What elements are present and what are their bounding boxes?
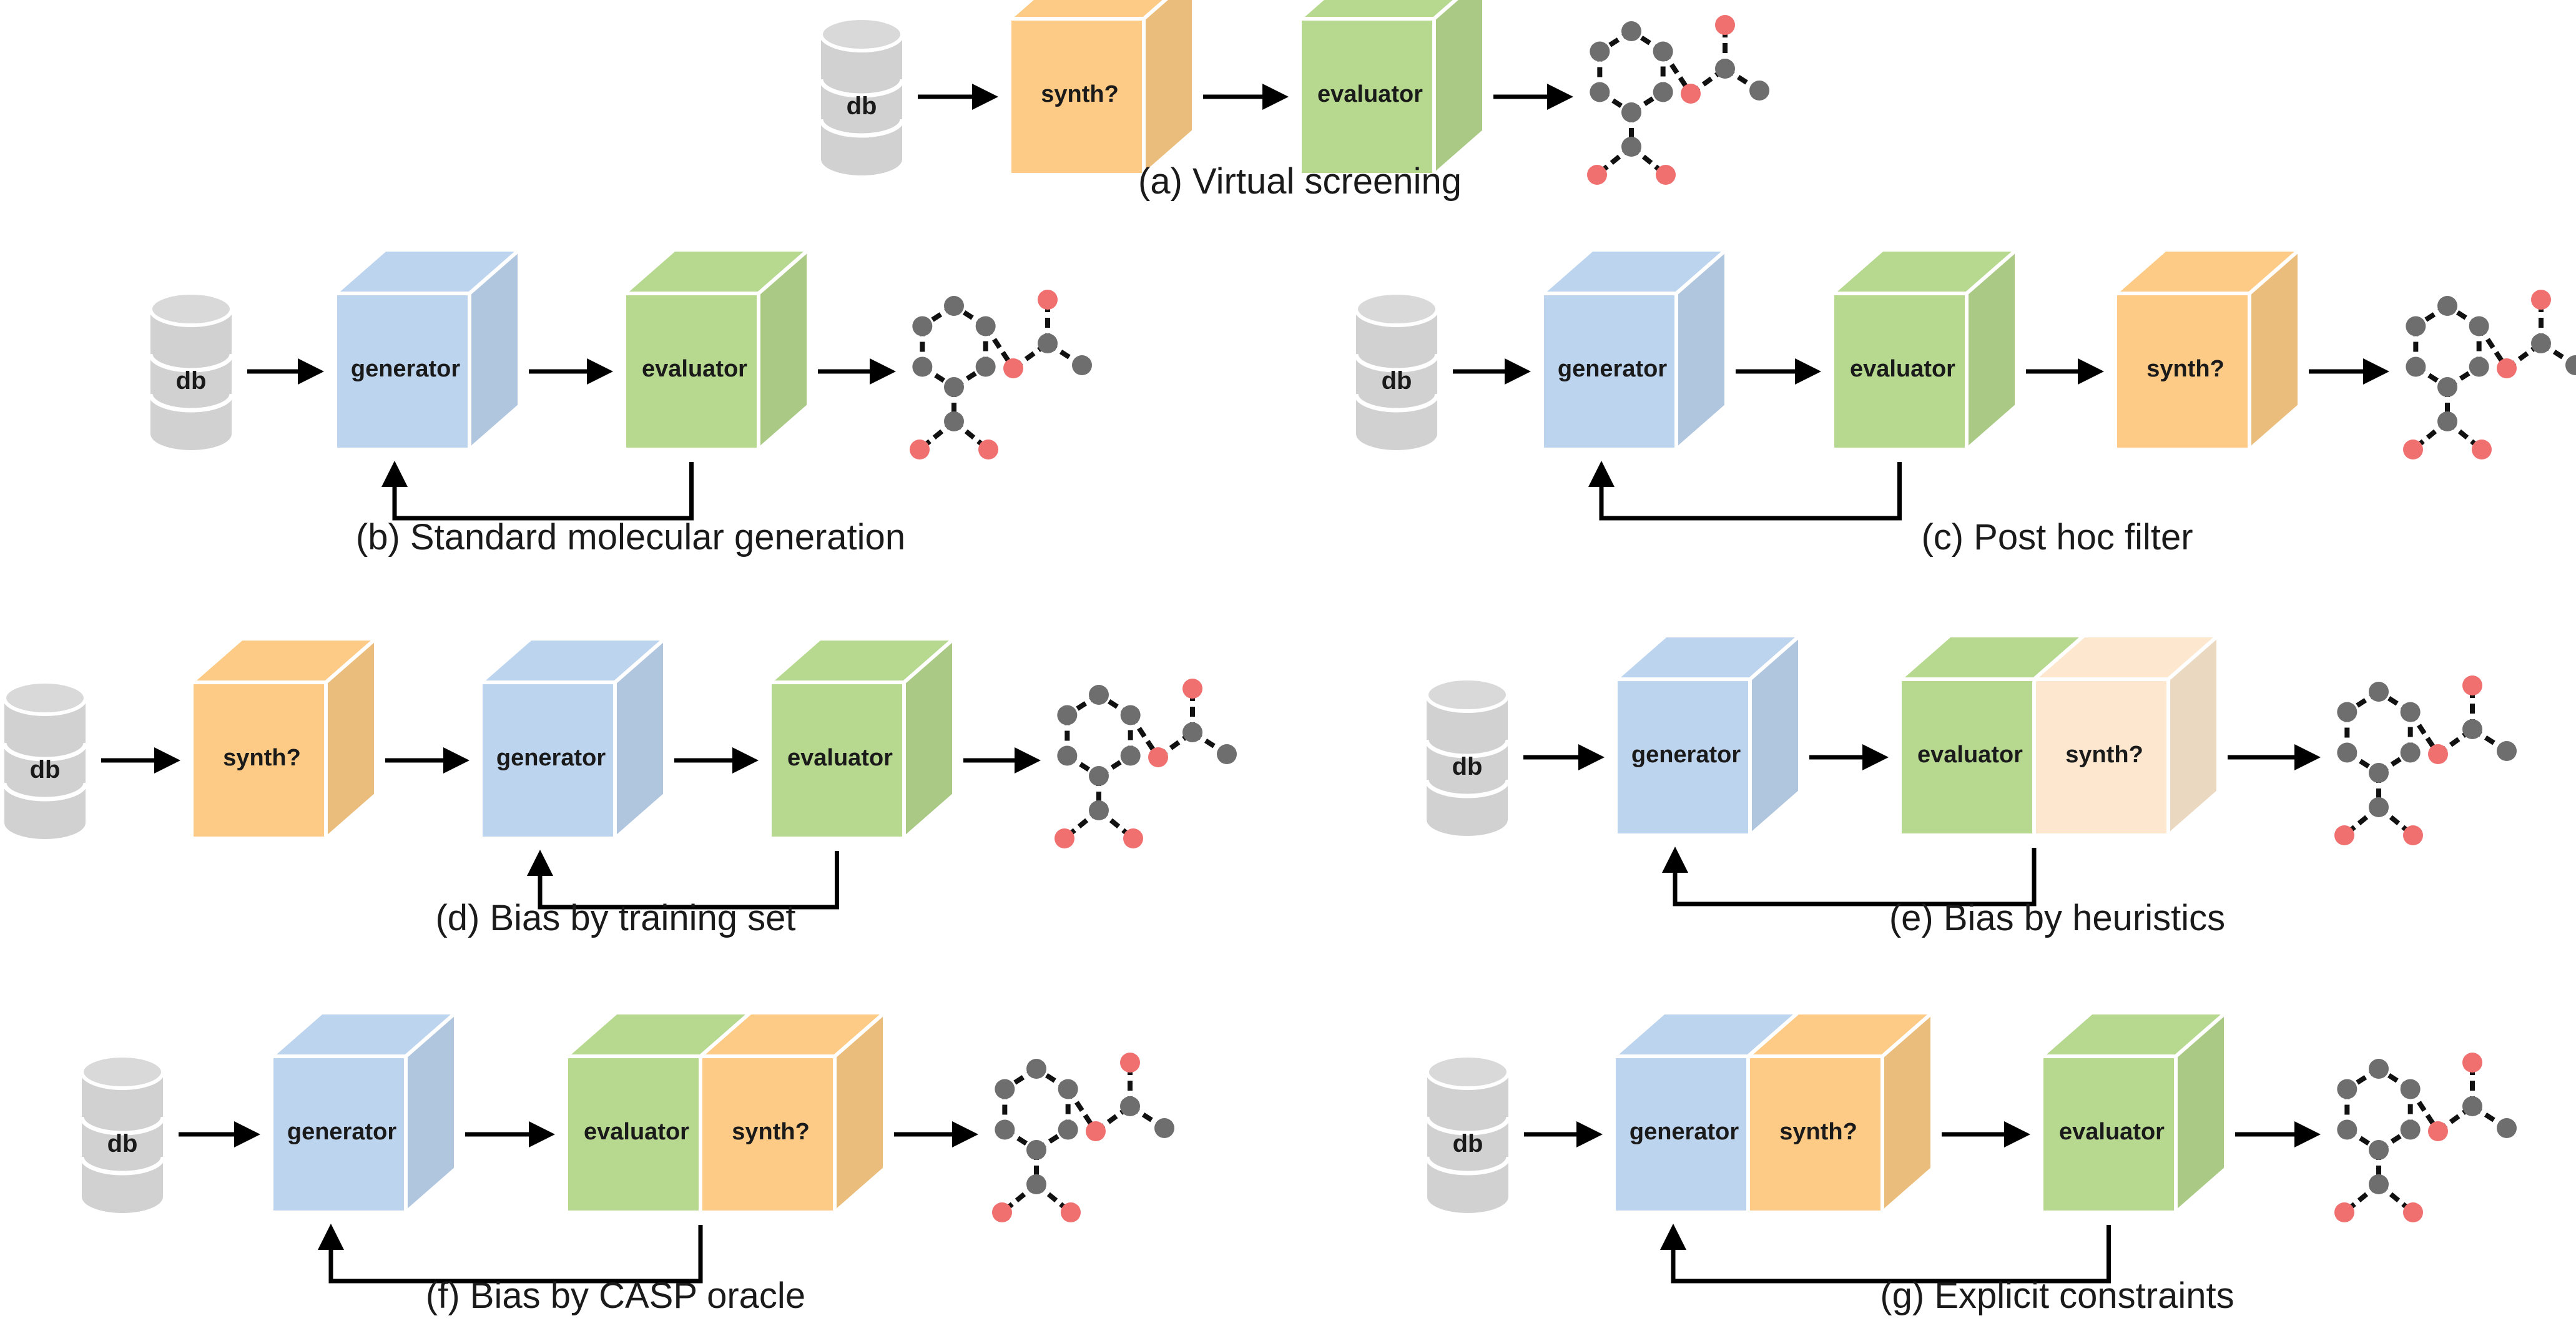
db-label: db — [1453, 1130, 1483, 1157]
evaluator-label: evaluator — [1917, 742, 2023, 768]
synth-label: synth? — [1779, 1119, 1857, 1145]
stage-box-1: generator synth? — [1609, 1008, 1937, 1217]
stage-box-2: evaluator — [1827, 245, 2022, 454]
stage-box-1: generator — [330, 245, 524, 454]
panel-caption-b: (b) Standard molecular generation — [356, 517, 905, 557]
synth_light-label: synth? — [2065, 742, 2143, 768]
evaluator-label: evaluator — [642, 356, 747, 382]
panel-caption-d: (d) Bias by training set — [435, 898, 795, 938]
generator-label: generator — [1631, 742, 1741, 768]
database-icon: db — [1425, 1054, 1511, 1213]
db-label: db — [176, 367, 207, 395]
database-icon: db — [79, 1054, 165, 1213]
feedback-arrow — [1662, 847, 2037, 906]
stage-box-2: evaluator — [1295, 0, 1486, 179]
generator-label: generator — [1630, 1119, 1739, 1145]
stage-box-2: evaluator — [2037, 1008, 2231, 1217]
molecule-icon — [2334, 675, 2517, 845]
stage-box-1: synth? — [1005, 0, 1196, 179]
database-icon: db — [2, 680, 88, 839]
panel-caption-c: (c) Post hoc filter — [1921, 517, 2193, 557]
database-icon: db — [1354, 291, 1440, 450]
stage-box-1: generator — [267, 1008, 461, 1217]
database-icon: db — [148, 291, 234, 450]
db-label: db — [107, 1130, 138, 1157]
synth-label: synth? — [223, 745, 301, 771]
molecule-icon — [2403, 290, 2576, 459]
synth-label: synth? — [732, 1119, 810, 1145]
stage-box-2: evaluator — [619, 245, 814, 454]
feedback-arrow — [318, 1224, 703, 1284]
evaluator-label: evaluator — [787, 745, 893, 771]
database-icon: db — [1424, 677, 1510, 836]
db-label: db — [1452, 753, 1483, 780]
generator-label: generator — [351, 356, 460, 382]
feedback-arrow — [527, 850, 839, 910]
panel-caption-f: (f) Bias by CASP oracle — [426, 1275, 805, 1316]
generator-label: generator — [496, 745, 606, 771]
evaluator-label: evaluator — [1317, 81, 1423, 107]
generator-label: generator — [1558, 356, 1667, 382]
evaluator-label: evaluator — [1850, 356, 1955, 382]
panel-caption-e: (e) Bias by heuristics — [1889, 898, 2225, 938]
stage-box-2: generator — [476, 634, 670, 843]
db-label: db — [1382, 367, 1412, 395]
synth-label: synth? — [1041, 81, 1119, 107]
synth-label: synth? — [2146, 356, 2225, 382]
stage-box-1: synth? — [187, 634, 381, 843]
db-label: db — [847, 92, 877, 120]
stage-box-3: evaluator — [765, 634, 959, 843]
panel-caption-g: (g) Explicit constraints — [1880, 1275, 2234, 1316]
evaluator-label: evaluator — [2059, 1119, 2165, 1145]
stage-box-2: evaluator synth? — [561, 1008, 890, 1217]
molecule-icon — [910, 290, 1092, 459]
panel-caption-a: (a) Virtual screening — [1138, 161, 1462, 202]
db-label: db — [30, 756, 61, 783]
evaluator-label: evaluator — [584, 1119, 689, 1145]
molecule-icon — [2334, 1053, 2517, 1222]
database-icon: db — [819, 16, 905, 175]
feedback-arrow — [1660, 1224, 2111, 1284]
stage-box-1: generator — [1537, 245, 1731, 454]
stage-box-3: synth? — [2110, 245, 2304, 454]
molecule-icon — [1587, 15, 1769, 185]
stage-box-1: generator — [1611, 631, 1805, 840]
stage-box-2: evaluator synth? — [1895, 631, 2223, 840]
molecule-icon — [992, 1053, 1174, 1222]
molecule-icon — [1054, 679, 1237, 848]
generator-label: generator — [287, 1119, 396, 1145]
feedback-arrow — [1588, 461, 1902, 521]
feedback-arrow — [381, 461, 694, 521]
